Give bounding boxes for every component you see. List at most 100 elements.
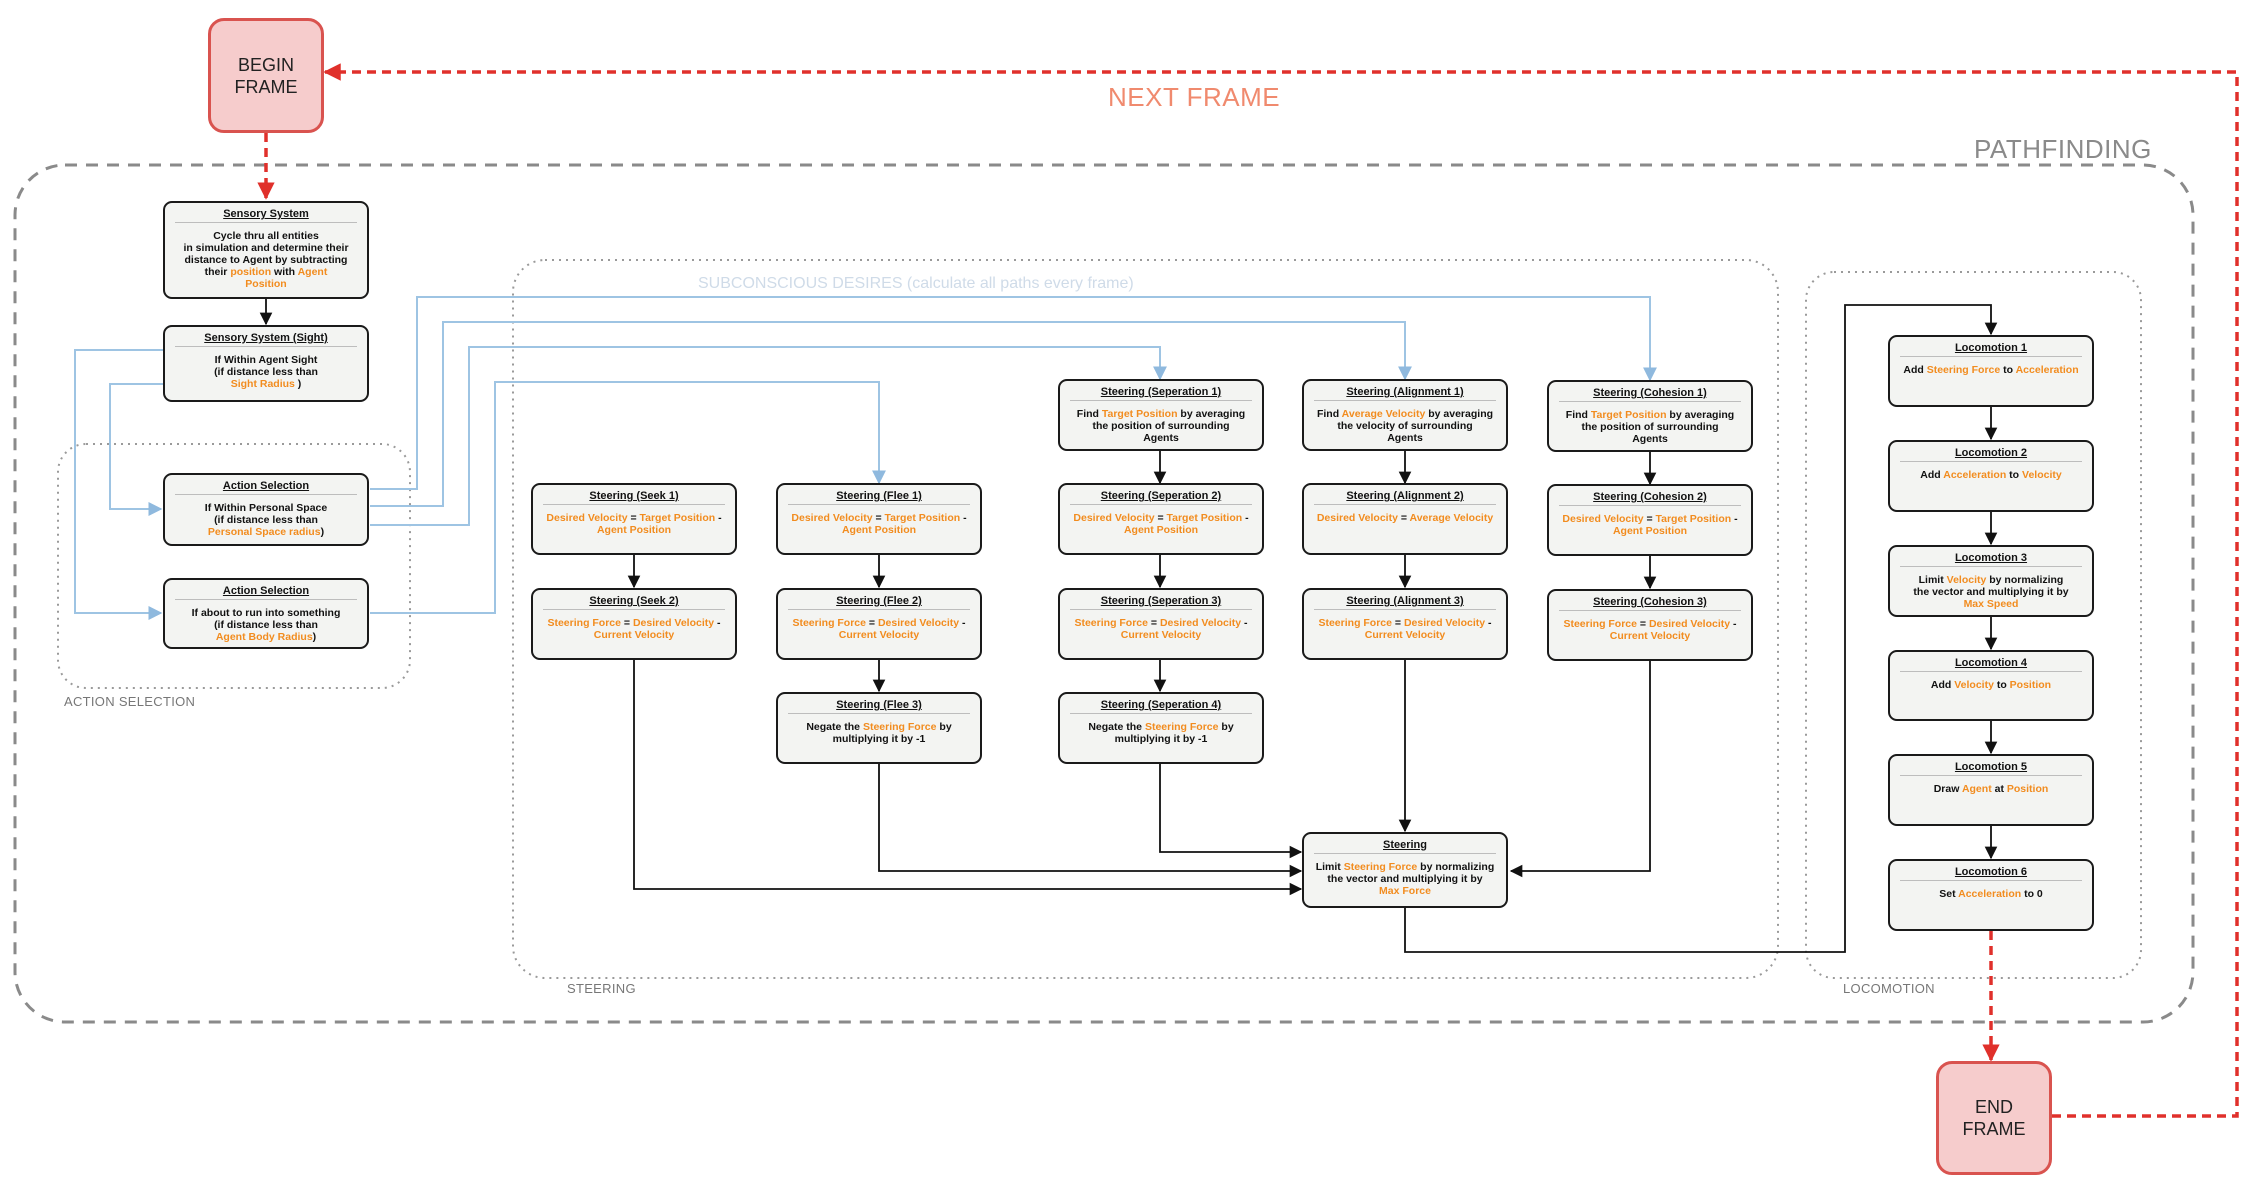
node-title: Sensory System (Sight) (204, 332, 328, 344)
highlight-term: Sight Radius (230, 378, 295, 390)
body-text: Add (1930, 679, 1955, 691)
node-title: Steering (Seek 2) (589, 595, 679, 607)
begin-frame-node: BEGIN FRAME (208, 18, 324, 133)
highlight-term: Desired Velocity (1316, 512, 1398, 524)
node-divider (788, 713, 970, 714)
node-title: Locomotion 5 (1954, 761, 2028, 773)
highlight-term: Desired Velocity (632, 617, 715, 629)
pathfinding-label: PATHFINDING (1974, 134, 2152, 164)
node-divider (1900, 775, 2082, 776)
body-text: in simulation and determine their (183, 242, 349, 254)
body-text: the vector and multiplying it by (1327, 873, 1483, 885)
link-action-to-alignment (370, 321, 1412, 507)
node-body: Desired Velocity = Target Position -Agen… (533, 505, 735, 536)
body-text: = (1397, 512, 1410, 524)
highlight-term: Desired Velocity (791, 512, 873, 524)
node-divider (1070, 400, 1252, 401)
body-text: their (204, 266, 231, 278)
highlight-term: Velocity (1946, 574, 1987, 586)
highlight-term: Steering Force (1563, 618, 1637, 630)
node-divider (175, 346, 357, 347)
highlight-term: Position (2006, 783, 2049, 795)
highlight-term: Max Speed (1963, 598, 2019, 610)
highlight-term: Target Position (1101, 408, 1178, 420)
node-coh3: Steering (Cohesion 3) Steering Force = De… (1547, 589, 1753, 661)
node-sep2: Steering (Seperation 2)Desired Velocity … (1058, 483, 1264, 555)
body-text: multiplying it by -1 (1114, 733, 1208, 745)
body-text: the position of surrounding (1092, 420, 1230, 432)
action-selection-label: ACTION SELECTION (64, 694, 196, 709)
body-text: the velocity of surrounding (1337, 420, 1473, 432)
node-body: If Within Agent Sight(if distance less t… (165, 347, 367, 390)
node-body: If about to run into something(if distan… (165, 600, 367, 643)
node-divider (788, 609, 970, 610)
highlight-term: Velocity (2022, 469, 2062, 481)
end-frame-node: END FRAME (1936, 1061, 2052, 1175)
node-loc1: Locomotion 1 Add Steering Force to Accele… (1888, 335, 2094, 407)
highlight-term: Agent Position (596, 524, 672, 536)
node-title: Locomotion 1 (1954, 342, 2028, 354)
node-sep3: Steering (Seperation 3)Steering Force = … (1058, 588, 1264, 660)
body-text: = (1637, 618, 1649, 630)
highlight-term: Steering Force (1074, 617, 1148, 629)
node-loc3: Locomotion 3 Limit Velocity by normalizin… (1888, 545, 2094, 617)
node-body: Add Acceleration to Velocity (1890, 462, 2092, 481)
node-title: Steering (Cohesion 3) (1593, 596, 1707, 608)
node-body: Steering Force = Desired Velocity -Curre… (1549, 611, 1751, 642)
body-text: - (960, 512, 967, 524)
body-text: to 0 (2021, 888, 2043, 900)
node-divider (1314, 609, 1496, 610)
node-ali1: Steering (Alignment 1)Find Average Veloc… (1302, 379, 1508, 451)
node-title: Steering (Alignment 1) (1346, 386, 1464, 398)
body-text: - (1241, 617, 1248, 629)
highlight-term: Agent Body Radius (215, 631, 313, 643)
steering-label: STEERING (567, 981, 636, 996)
body-text: = (627, 512, 640, 524)
highlight-term: Desired Velocity (1648, 618, 1731, 630)
highlight-term: Average Velocity (1409, 512, 1494, 524)
body-text: - (715, 512, 722, 524)
highlight-term: Desired Velocity (1562, 513, 1644, 525)
node-seek1: Steering (Seek 1)Desired Velocity = Targ… (531, 483, 737, 555)
node-coh2: Steering (Cohesion 2)Desired Velocity = … (1547, 484, 1753, 556)
body-text: Add (1903, 364, 1927, 376)
body-text: by averaging (1177, 408, 1246, 420)
highlight-term: Agent Position (841, 524, 917, 536)
highlight-term: Desired Velocity (1073, 512, 1155, 524)
body-text: (if distance less than (214, 619, 318, 631)
highlight-term: Steering Force (862, 721, 937, 733)
highlight-term: Desired Velocity (877, 617, 960, 629)
highlight-term: Position (2009, 679, 2052, 691)
highlight-term: Current Velocity (1609, 630, 1691, 642)
node-divider (543, 504, 725, 505)
body-text: Find (1565, 409, 1591, 421)
highlight-term: Desired Velocity (1403, 617, 1486, 629)
body-text: Negate the (806, 721, 863, 733)
node-divider (543, 609, 725, 610)
node-title: Steering (Seperation 2) (1100, 490, 1222, 502)
node-body: Add Steering Force to Acceleration (1890, 357, 2092, 376)
node-title: Locomotion 6 (1954, 866, 2028, 878)
body-text: Find (1316, 408, 1342, 420)
body-text: by (936, 721, 952, 733)
node-body: Desired Velocity = Target Position -Agen… (778, 505, 980, 536)
highlight-term: Current Velocity (1120, 629, 1202, 641)
body-text: Add (1920, 469, 1944, 481)
node-divider (175, 222, 357, 223)
body-text: Limit (1315, 861, 1344, 873)
body-text: distance to Agent by subtracting (184, 254, 348, 266)
locomotion-label: LOCOMOTION (1843, 981, 1935, 996)
node-flee3: Steering (Flee 3)Negate the Steering For… (776, 692, 982, 764)
body-text: at (1991, 783, 2007, 795)
node-title: Locomotion 3 (1954, 552, 2028, 564)
steering-region (512, 259, 1779, 979)
link-sight-to-action2 (74, 349, 163, 620)
node-body: Steering Force = Desired Velocity -Curre… (1304, 610, 1506, 641)
body-text: Limit (1918, 574, 1947, 586)
